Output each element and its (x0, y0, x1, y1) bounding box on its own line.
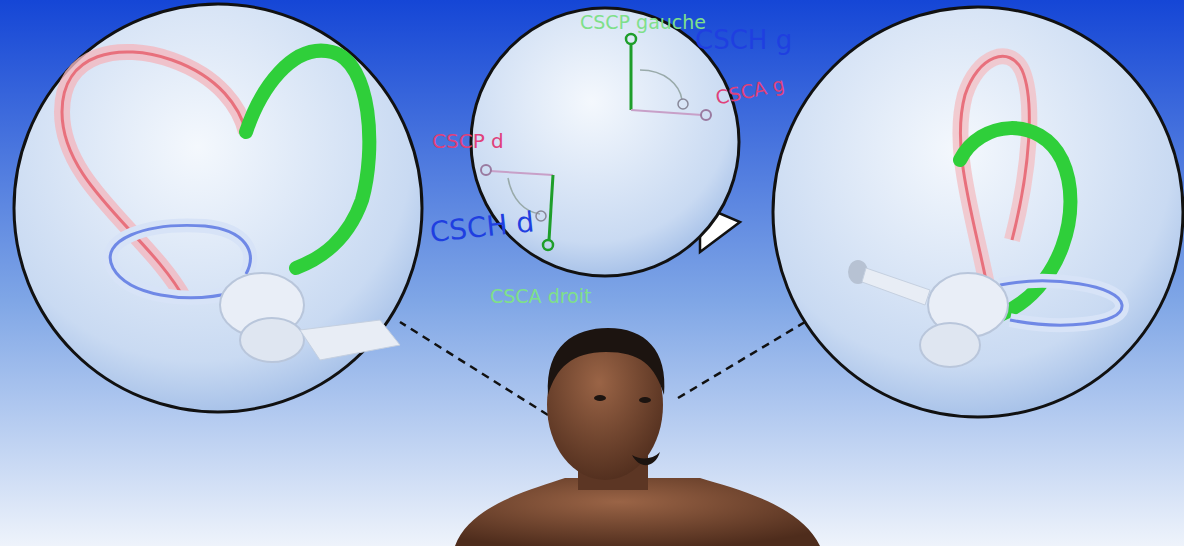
vestibule (240, 318, 304, 362)
canal-ampulla (543, 240, 553, 250)
beard (632, 452, 660, 465)
lateral-canal (1000, 281, 1122, 325)
person-figure (455, 328, 820, 546)
posterior-canal (62, 52, 246, 300)
right-ear-zoom (773, 7, 1183, 417)
canal-line (631, 110, 702, 115)
posterior-canal (960, 56, 1029, 300)
vestibule (920, 323, 980, 367)
canal-line (630, 44, 633, 110)
canal-label: CSCA droit (490, 286, 591, 307)
canal-ampulla (481, 165, 491, 175)
eye (639, 397, 651, 403)
hair (548, 328, 665, 395)
canal-ampulla (678, 99, 688, 109)
canal-ampulla (626, 34, 636, 44)
nerve (300, 320, 400, 360)
canal-label: CSCP d (432, 130, 504, 152)
canal-arc (640, 70, 682, 100)
anterior-canal (246, 51, 369, 268)
lateral-canal (1000, 281, 1122, 325)
canal-ampulla (701, 110, 711, 120)
posterior-canal (960, 56, 1029, 300)
canal-line (490, 171, 553, 175)
nerve (862, 268, 930, 305)
zoom-circle (773, 7, 1183, 417)
posterior-canal (62, 52, 246, 300)
eye (594, 395, 606, 401)
canal-label: CSCP gauche (580, 12, 706, 33)
left-ear-zoom (14, 4, 422, 412)
zoom-circle (14, 4, 422, 412)
zoom-line (400, 322, 548, 415)
canal-line (549, 175, 553, 240)
canal-label: CSCH g (695, 26, 792, 55)
zoom-line (678, 322, 805, 398)
canal-ampulla (536, 211, 546, 221)
